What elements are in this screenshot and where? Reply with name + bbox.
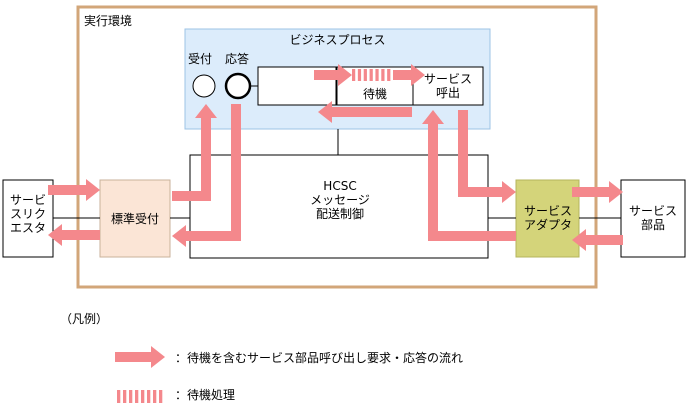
respond-label: 応答 xyxy=(225,52,250,66)
legend-wait-text: ：待機処理 xyxy=(175,388,236,402)
service-requester-label: サービ スリク エスタ xyxy=(3,190,53,238)
service-call-line-1: サービス xyxy=(423,72,472,86)
environment-label: 実行環境 xyxy=(84,14,133,28)
hcsc-label: HCSC メッセージ 配送制御 xyxy=(290,176,390,224)
service-adapter-label: サービス アダプタ xyxy=(512,202,584,234)
legend-title: （凡例） xyxy=(60,312,109,326)
service-component-line-2: 部品 xyxy=(640,218,665,232)
service-requester-line-1: サービ xyxy=(9,193,46,207)
service-requester-line-2: スリク xyxy=(9,207,46,221)
service-component-label: サービス 部品 xyxy=(621,202,685,234)
hcsc-line-2: メッセージ xyxy=(310,193,370,207)
hcsc-line-1: HCSC xyxy=(323,179,357,193)
hcsc-line-3: 配送制御 xyxy=(315,207,364,221)
receive-event-circle xyxy=(192,74,216,98)
service-requester-line-3: エスタ xyxy=(9,221,46,235)
service-call-line-2: 呼出 xyxy=(435,86,460,100)
service-component-box xyxy=(620,179,686,258)
respond-event-circle xyxy=(224,72,252,100)
execution-environment-frame xyxy=(76,5,598,289)
wait-label: 待機 xyxy=(362,87,387,101)
service-call-label: サービス 呼出 xyxy=(413,70,483,102)
service-adapter-box xyxy=(515,179,580,258)
process-flow-box-empty xyxy=(257,66,337,106)
receive-label: 受付 xyxy=(188,52,213,66)
standard-receiver-label: 標準受付 xyxy=(110,212,159,226)
business-process-title: ビジネスプロセス xyxy=(289,33,386,47)
service-component-line-1: サービス xyxy=(628,204,677,218)
legend-flow-text: ：待機を含むサービス部品呼び出し要求・応答の流れ xyxy=(175,351,464,365)
service-adapter-line-1: サービス xyxy=(523,204,572,218)
service-adapter-line-2: アダプタ xyxy=(523,218,572,232)
service-requester-box xyxy=(2,179,54,258)
